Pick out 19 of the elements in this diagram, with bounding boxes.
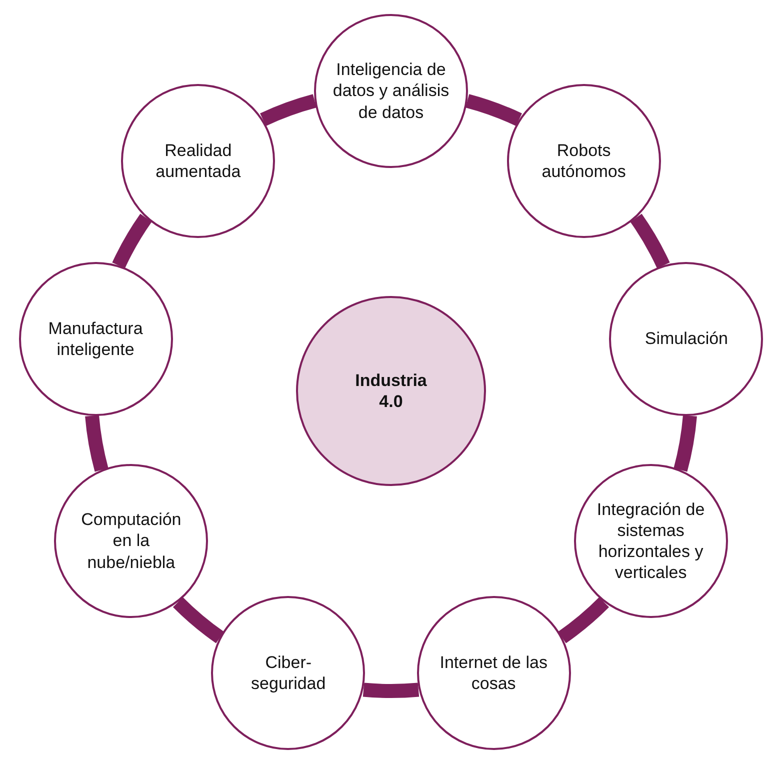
ring-connector <box>363 682 419 698</box>
ring-connector <box>558 597 609 644</box>
node-label: Robots autónomos <box>540 140 627 182</box>
node-label: Simulación <box>644 328 728 350</box>
node-label: Realidad aumentada <box>154 140 242 182</box>
node-label: Inteligencia de datos y análisis de datos <box>332 59 450 123</box>
node-label: Integración de sistemas horizontales y verticales <box>596 498 706 584</box>
ring-connector <box>674 415 697 472</box>
node-label: Internet de las cosas <box>438 652 548 694</box>
node-label: Industria 4.0 <box>354 370 428 412</box>
ring-connector <box>112 214 152 268</box>
node-label: Ciber- seguridad <box>250 652 327 694</box>
ring-connector <box>85 415 108 472</box>
ring-connector <box>260 94 317 126</box>
ring-connector <box>630 214 670 268</box>
ring-connector <box>465 94 522 126</box>
ring-connector <box>173 597 224 644</box>
node-label: Manufactura inteligente <box>47 318 144 360</box>
node-label: Computación en la nube/niebla <box>80 509 182 573</box>
